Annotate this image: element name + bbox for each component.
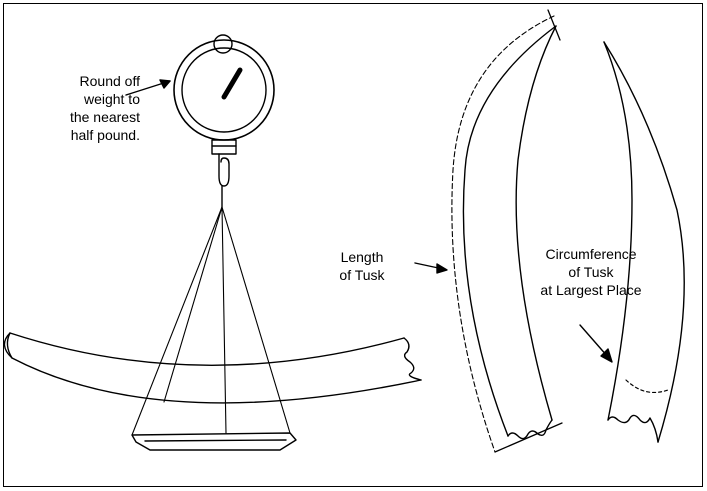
scale-pan [131,432,297,451]
weight-note-line: half pound. [70,127,140,143]
length-tick-top [547,9,561,41]
length-arrow [414,262,448,274]
length-label-line: of Tusk [339,267,385,283]
scale-icon [173,34,275,208]
weighed-tusk-broken-end [403,337,422,381]
circumference-label: Circumference of Tusk at Largest Place [526,245,656,299]
circumference-line [625,379,669,393]
scale-dial-outer [173,39,275,141]
scale-needle [221,67,243,100]
scale-neck [211,139,237,155]
tusk-left-base-break [507,419,553,440]
circumference-arrow [579,324,613,363]
scale-hook [218,153,230,187]
tusk-right-base-break [607,414,659,443]
tusk-left [462,25,557,440]
weight-note-label: Round off weight to the nearest half pou… [50,72,140,144]
circumference-label-line: Circumference [545,246,637,262]
weight-note-line: weight to [83,91,140,107]
tusk-right [603,41,685,443]
weighed-tusk [3,332,422,404]
suspension-lines [131,206,291,436]
circumference-label-line: of Tusk [568,264,614,280]
length-of-tusk-label: Length of Tusk [330,248,394,284]
length-tick-bottom [494,422,563,453]
scale-hanger-ring [213,34,233,54]
scale-dial-inner [181,47,267,133]
length-label-line: Length [340,249,384,265]
weight-note-line: the nearest [69,109,140,125]
tusk-length-line [451,15,555,453]
circumference-label-line: at Largest Place [540,282,642,298]
weight-note-arrow [125,79,171,96]
diagram-frame [3,3,703,487]
weight-note-line: Round off [79,73,140,89]
